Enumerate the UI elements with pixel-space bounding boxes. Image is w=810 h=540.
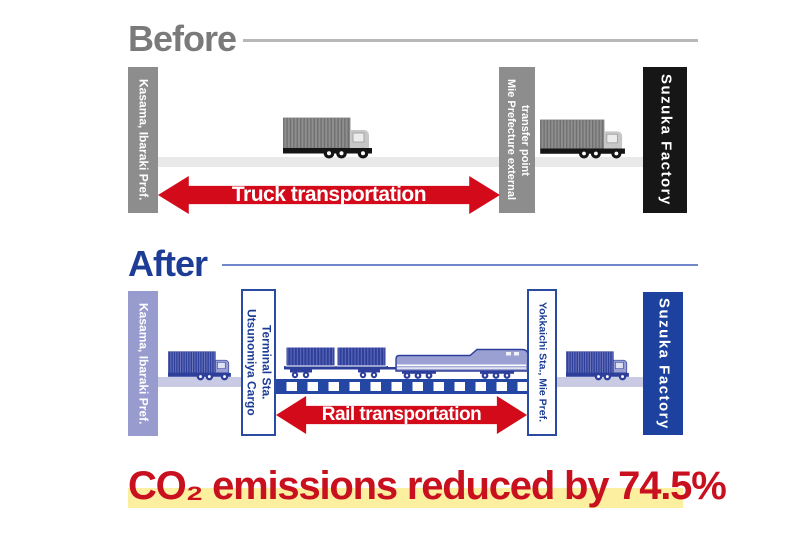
gray-truck-small-icon xyxy=(540,119,628,159)
after-road-right xyxy=(527,377,660,387)
before-destination-box: Suzuka Factory xyxy=(643,67,687,213)
before-origin-label: Kasama, Ibaraki Pref. xyxy=(136,79,151,201)
before-destination-label: Suzuka Factory xyxy=(657,74,675,206)
freight-train-icon xyxy=(284,346,532,380)
truck-transport-arrow: Truck transportation xyxy=(158,176,500,214)
utsunomiya-terminal-label: Utsunomiya Cargo Terminal Sta. xyxy=(244,309,274,416)
rail-transport-arrow: Rail transportation xyxy=(276,396,527,434)
before-road xyxy=(128,157,655,167)
before-section-title: Before xyxy=(128,18,237,59)
before-origin-box: Kasama, Ibaraki Pref. xyxy=(128,67,158,213)
after-origin-label: Kasama, Ibaraki Pref. xyxy=(136,302,151,425)
gray-truck-icon xyxy=(283,117,375,159)
rail-track xyxy=(276,379,527,394)
truck-transport-label: Truck transportation xyxy=(231,183,427,206)
utsunomiya-terminal-box: Utsunomiya Cargo Terminal Sta. xyxy=(241,289,276,436)
yokkaichi-station-box: Yokkaichi Sta., Mie Pref. xyxy=(527,289,557,436)
after-section-title: After xyxy=(128,243,208,284)
after-destination-label: Suzuka Factory xyxy=(655,297,673,430)
before-title-rule xyxy=(243,39,698,42)
highlight-band xyxy=(128,488,683,508)
after-road-left xyxy=(128,377,276,387)
before-transfer-label: Mie Prefecture external transfer point xyxy=(505,79,531,201)
blue-truck-left-icon xyxy=(168,351,233,381)
after-title-rule xyxy=(222,264,698,266)
blue-truck-right-icon xyxy=(566,351,631,381)
before-transfer-box: Mie Prefecture external transfer point xyxy=(499,67,535,213)
after-destination-box: Suzuka Factory xyxy=(643,292,683,435)
yokkaichi-station-label: Yokkaichi Sta., Mie Pref. xyxy=(536,302,549,423)
co2-headline: CO₂ emissions reduced by 74.5% xyxy=(128,464,727,508)
after-origin-box: Kasama, Ibaraki Pref. xyxy=(128,291,158,436)
rail-transport-label: Rail transportation xyxy=(321,404,482,425)
